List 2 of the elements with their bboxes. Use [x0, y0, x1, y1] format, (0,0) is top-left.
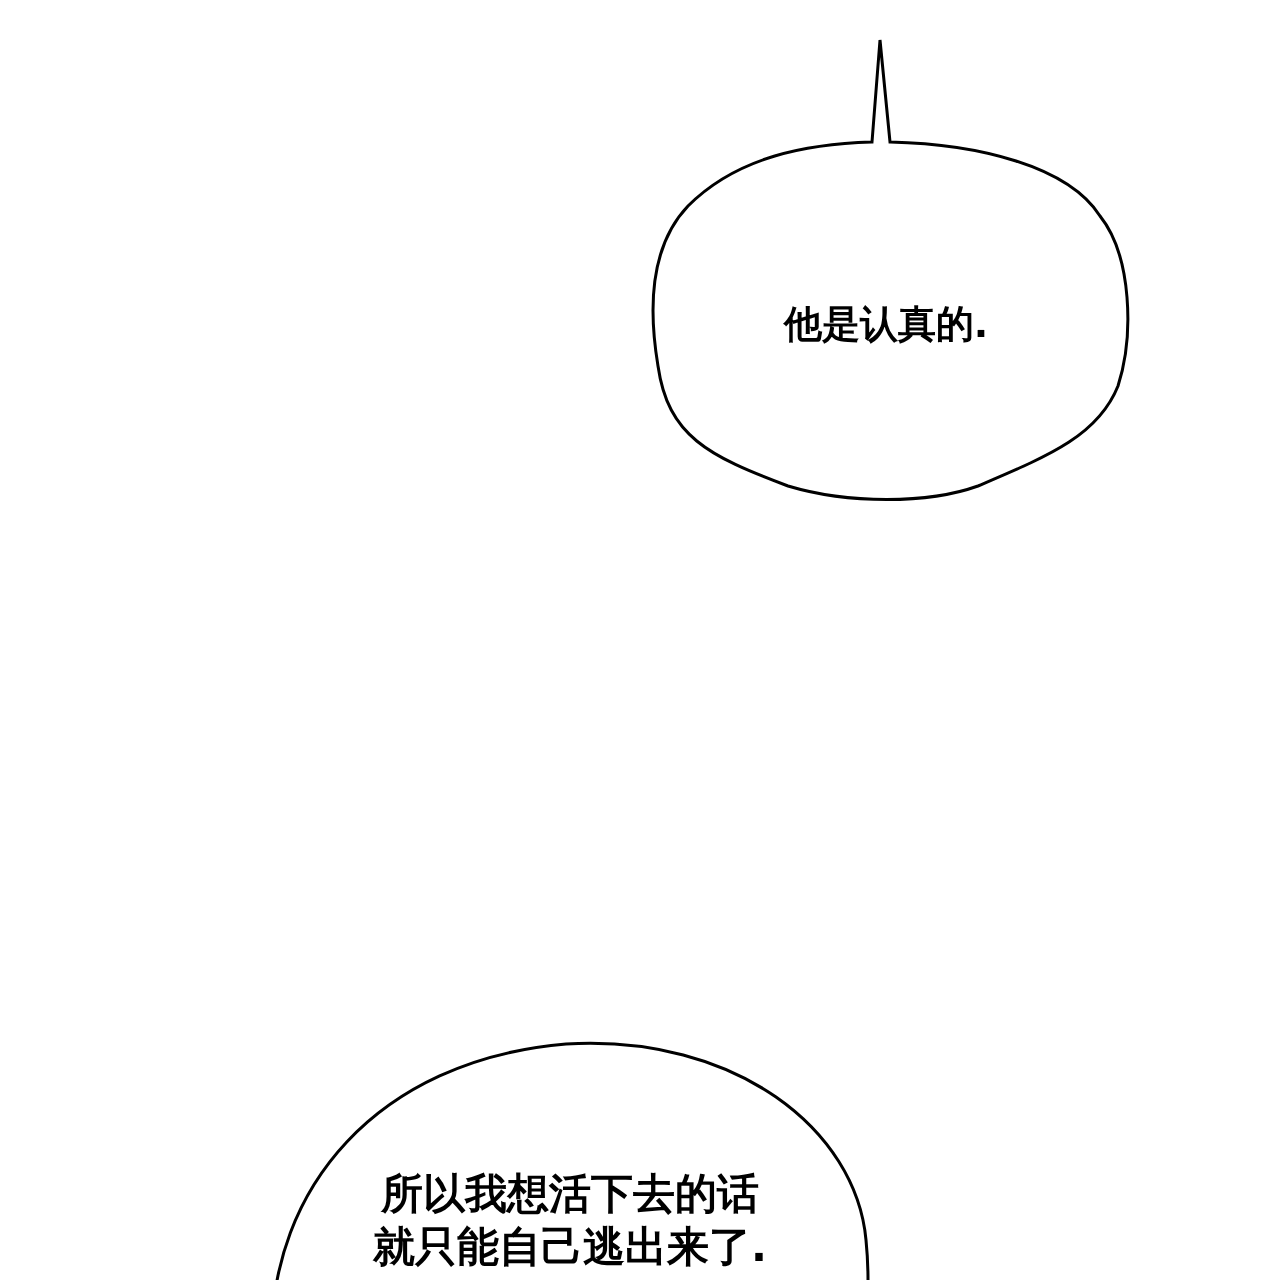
speech-text: 他是认真的. [783, 301, 989, 349]
speech-text: 所以我想活下去的话就只能自己逃出来了. [372, 1167, 768, 1272]
